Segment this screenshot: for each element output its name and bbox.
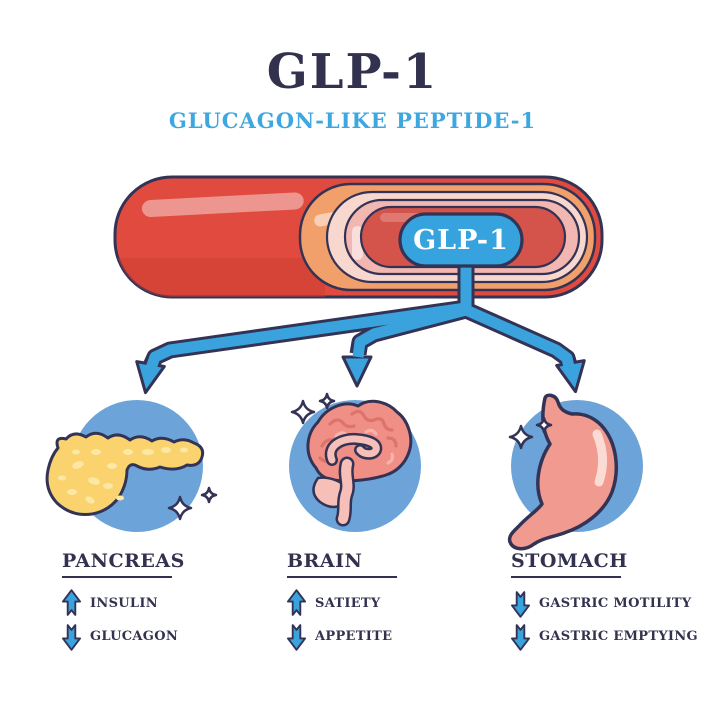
stomach-icon (507, 393, 643, 551)
sparkle-icon (318, 392, 336, 410)
organ-heading: PANCREAS (62, 550, 185, 572)
organ-column-brain: BRAIN SATIETY APPETITE (287, 550, 487, 653)
organ-heading: STOMACH (511, 550, 628, 572)
effect-label: INSULIN (90, 596, 158, 611)
effect-label: GASTRIC EMPTYING (539, 629, 698, 644)
effect-label: SATIETY (315, 596, 381, 611)
page-subtitle: GLUCAGON-LIKE PEPTIDE-1 (168, 108, 537, 133)
effect-row: INSULIN (62, 587, 262, 620)
effect-row: GLUCAGON (62, 620, 262, 653)
sparkle-icon (167, 495, 193, 521)
down-arrow-icon (511, 624, 530, 651)
sparkle-icon (535, 416, 553, 434)
organ-column-pancreas: PANCREAS INSULIN GLUCAGON (62, 550, 262, 653)
heading-underline (287, 576, 397, 578)
page-title: GLP-1 (266, 44, 439, 100)
sparkle-icon (290, 399, 316, 425)
arrowhead-center (341, 355, 373, 388)
up-arrow-icon (287, 589, 306, 616)
down-arrow-icon (511, 591, 530, 618)
effect-row: APPETITE (287, 620, 487, 653)
glp1-badge: GLP-1 (398, 212, 524, 268)
pancreas-icon (45, 400, 218, 532)
heading-underline (511, 576, 621, 578)
blood-vessel-cutaway-icon (113, 175, 604, 299)
effect-label: GLUCAGON (90, 629, 179, 644)
up-arrow-icon (62, 589, 81, 616)
sparkle-icon (508, 424, 534, 450)
organ-heading: BRAIN (287, 550, 363, 572)
brain-icon (289, 392, 421, 532)
effect-label: APPETITE (315, 629, 393, 644)
effect-row: SATIETY (287, 587, 487, 620)
organ-column-stomach: STOMACH GASTRIC MOTILITY GASTRIC EMPTYIN… (511, 550, 705, 653)
glp1-badge-label: GLP-1 (413, 225, 509, 256)
flow-arrows (135, 256, 586, 395)
effect-row: GASTRIC EMPTYING (511, 620, 705, 653)
down-arrow-icon (62, 624, 81, 651)
down-arrow-icon (287, 624, 306, 651)
effect-label: GASTRIC MOTILITY (539, 596, 692, 611)
heading-underline (62, 576, 172, 578)
sparkle-icon (200, 486, 218, 504)
effect-row: GASTRIC MOTILITY (511, 587, 705, 620)
